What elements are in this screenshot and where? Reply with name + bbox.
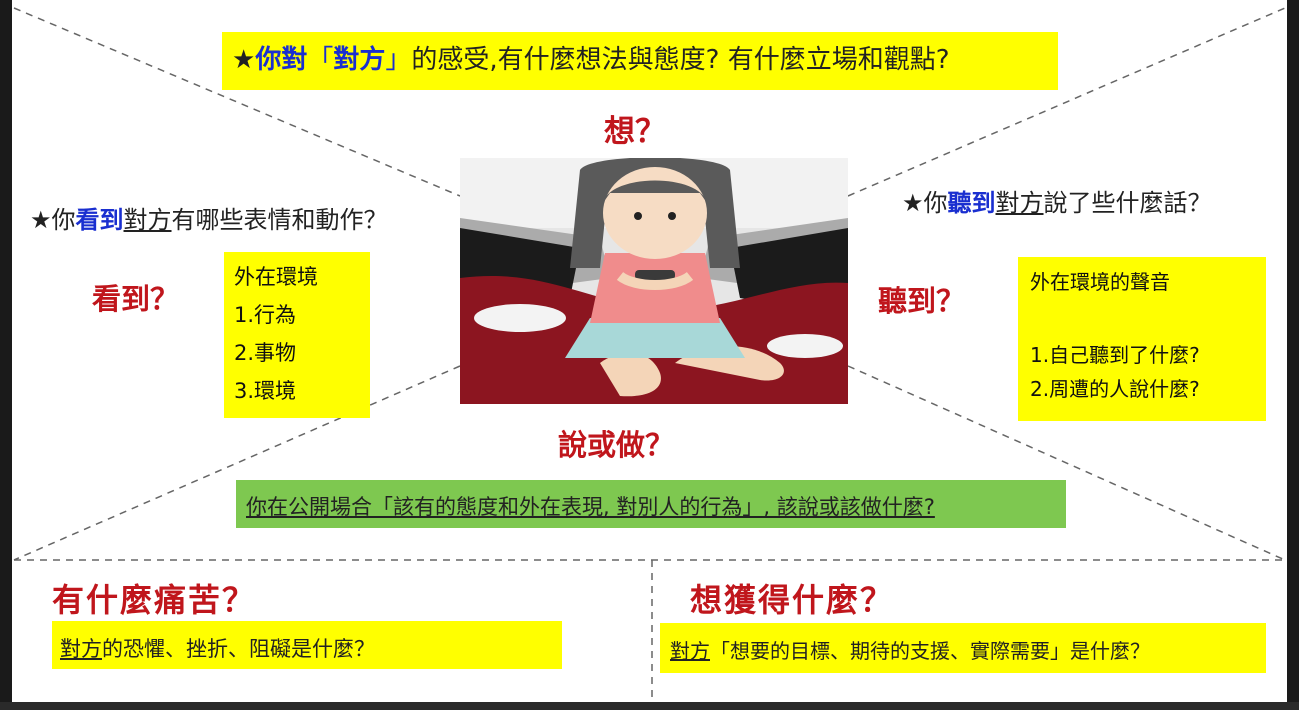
say-do-label: 說或做？ <box>558 428 675 462</box>
hear-label: 聽到？ <box>878 284 966 318</box>
see-label: 看到？ <box>92 282 180 316</box>
diagonal-top-left <box>13 7 461 197</box>
think-label: 想？ <box>604 114 666 150</box>
star-icon: ★ <box>232 45 256 75</box>
gain-title: 想獲得什麼？ <box>690 581 895 619</box>
hear-list-box <box>1018 257 1266 421</box>
pain-question: 對方的恐懼、挫折、阻礙是什麼？ <box>60 637 375 661</box>
hear-list: 外在環境的聲音 1.自己聽到了什麼? 2.周遭的人說什麼? <box>1030 266 1200 406</box>
hear-item: 2.周遭的人說什麼? <box>1030 377 1200 401</box>
frame-right <box>1287 0 1299 710</box>
diagonal-top-right <box>847 7 1286 197</box>
see-question: ★你看到對方有哪些表情和動作？ <box>30 206 388 234</box>
pain-title: 有什麼痛苦？ <box>52 581 257 619</box>
think-question-box <box>222 32 1058 90</box>
public-behavior-question: 你在公開場合「該有的態度和外在表現, 對別人的行為」, 該說或該做什麼? <box>246 495 935 519</box>
think-question: ★你對「對方」的感受,有什麼想法與態度? 有什麼立場和觀點? <box>232 45 950 75</box>
see-list: 外在環境 1.行為 2.事物 3.環境 <box>234 258 318 410</box>
hear-item: 1.自己聽到了什麼? <box>1030 343 1200 367</box>
see-item: 2.事物 <box>234 341 297 365</box>
frame-bottom <box>0 702 1299 710</box>
public-behavior-box <box>236 480 1066 528</box>
pain-box <box>52 621 562 669</box>
diagonal-bottom-right <box>847 365 1286 561</box>
frame-left <box>0 0 12 710</box>
gain-question: 對方「想要的目標、期待的支援、實際需要」是什麼？ <box>670 639 1150 663</box>
see-item: 外在環境 <box>234 265 318 289</box>
diagonal-bottom-left <box>13 365 461 561</box>
see-item: 1.行為 <box>234 303 297 327</box>
gain-box <box>660 623 1266 673</box>
girl-illustration <box>460 158 848 404</box>
see-item: 3.環境 <box>234 379 297 403</box>
see-list-box <box>224 252 370 418</box>
hear-question: ★你聽到對方說了些什麼話？ <box>902 189 1212 217</box>
hear-item: 外在環境的聲音 <box>1030 270 1170 294</box>
